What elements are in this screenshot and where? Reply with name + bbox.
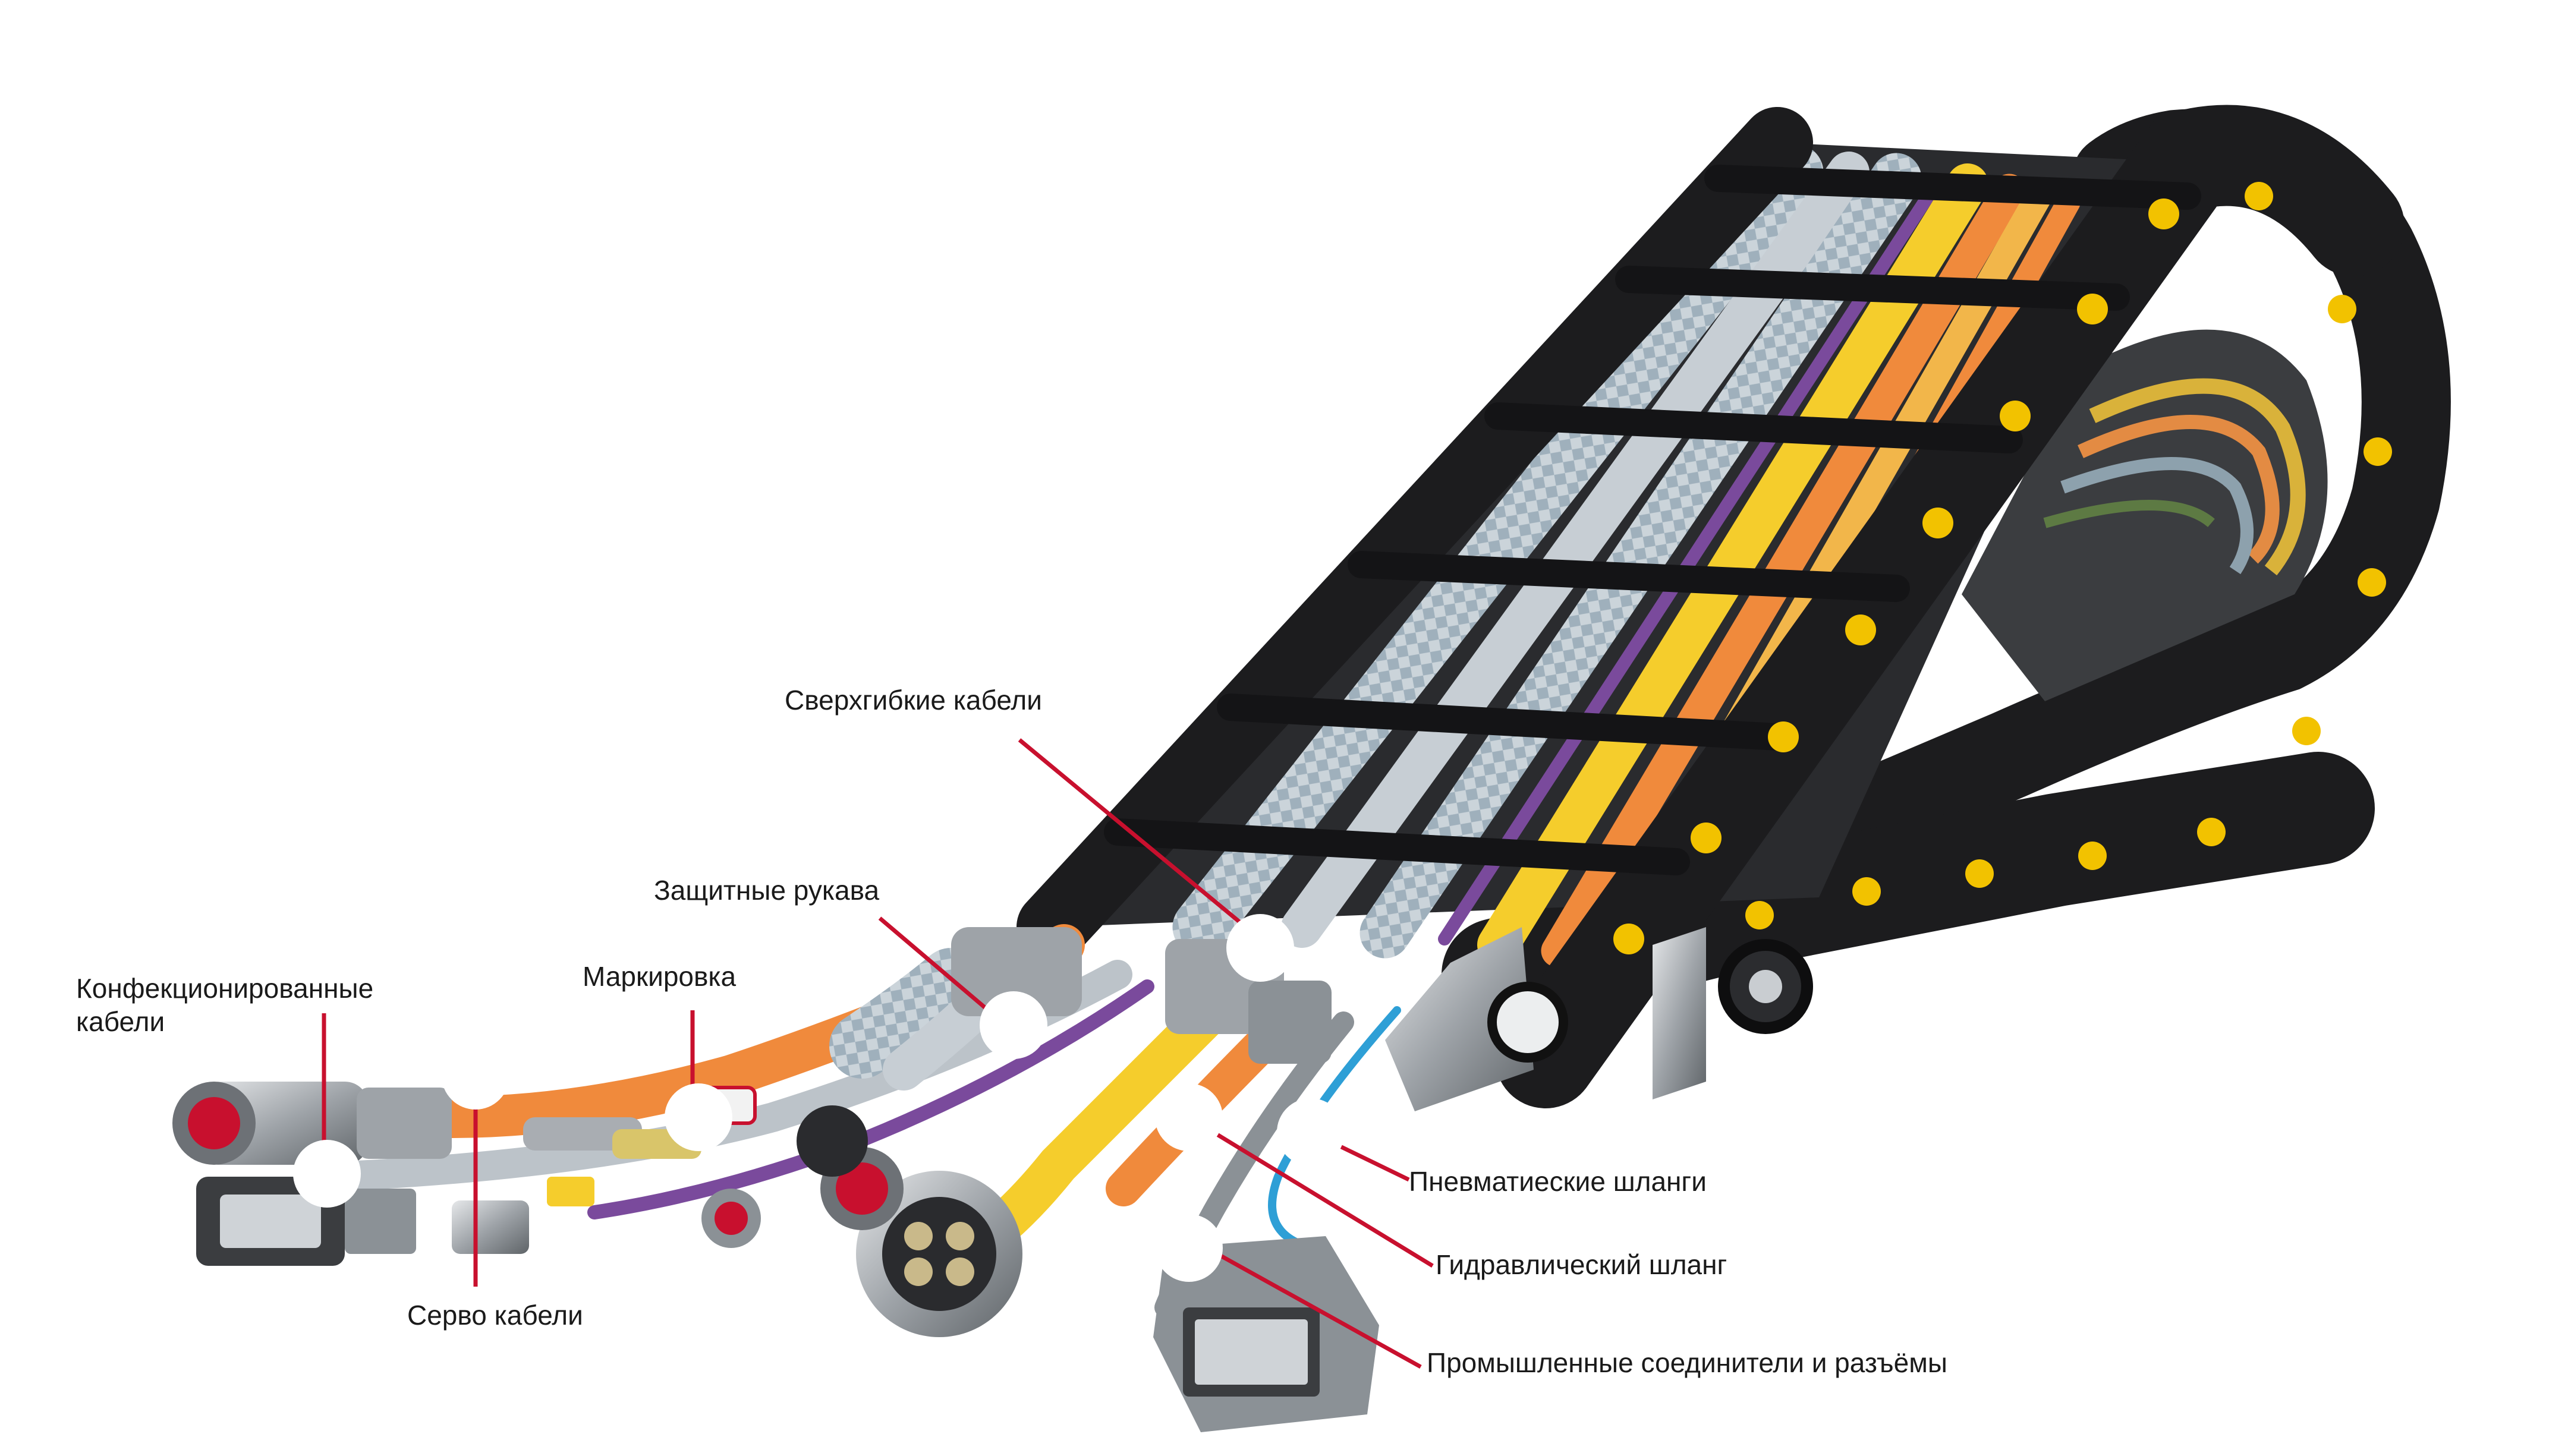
circular-connector-icon [856,1171,1022,1337]
marker-assembled-cables[interactable] [293,1140,361,1208]
label-hydraulic-hose: Гидравлический шланг [1436,1249,1727,1280]
pin-icon [1691,822,1722,853]
mounting-bracket [1385,927,1534,1111]
marker-pneumatic-hoses[interactable] [1277,1098,1345,1166]
chain-link-pins [1613,182,2392,954]
label-ultraflex-cables: Сверхгибкие кабели [785,685,1042,716]
pin-icon [2077,294,2108,324]
label-servo-cables: Серво кабели [407,1300,583,1331]
marker-industrial-connectors[interactable] [1155,1214,1223,1282]
leader-line-industrial-connectors [1206,1246,1422,1369]
marker-marking[interactable] [665,1083,732,1151]
pin-icon [2364,437,2392,466]
pin-icon [2078,842,2107,870]
pin-icon [2245,182,2273,210]
callout-markers [293,914,1345,1282]
marker-ultraflex[interactable] [1226,914,1294,982]
bracket-bolt-icon [1487,982,1568,1063]
pin-icon [1745,901,1774,929]
drag-chain-right-side [1495,105,2405,1108]
leader-line-hydraulic-hose [1188,1115,1434,1268]
pin-icon [1613,924,1644,954]
pin-icon [2328,295,2356,323]
pin-icon [2292,717,2321,745]
label-assembled-cables: Конфекционированные кабели [76,973,374,1038]
leader-line-ultraflex [1018,738,1262,941]
pin-icon [2000,401,2031,431]
rectangular-connector-icon [1153,1236,1379,1432]
pin-icon [2197,818,2226,846]
label-protective-sleeves: Защитные рукава [654,875,880,906]
pin-icon [1965,859,1994,888]
circular-connector-icon [701,1105,868,1248]
marker-protective-sleeves[interactable] [980,991,1047,1059]
label-marking: Маркировка [583,961,737,992]
label-pneumatic-hoses: Пневматиеские шланги [1409,1166,1707,1197]
drag-chain [1016,105,2451,1111]
leader-lines [322,738,1434,1369]
pin-icon [2148,198,2179,229]
marker-servo-cables[interactable] [442,1042,509,1110]
mounting-bracket [1653,927,1706,1099]
marker-hydraulic-hose[interactable] [1155,1083,1223,1151]
pin-icon [1845,614,1876,645]
pin-icon [1768,721,1799,752]
pin-icon [1852,877,1881,906]
pin-icon [1922,508,1953,538]
leader-line-protective-sleeves [878,916,1000,1021]
connectors [172,927,1379,1432]
label-industrial-connectors: Промышленные соединители и разъёмы [1427,1347,1947,1378]
pin-icon [2358,568,2386,597]
chain-crossbars [1104,165,2201,875]
